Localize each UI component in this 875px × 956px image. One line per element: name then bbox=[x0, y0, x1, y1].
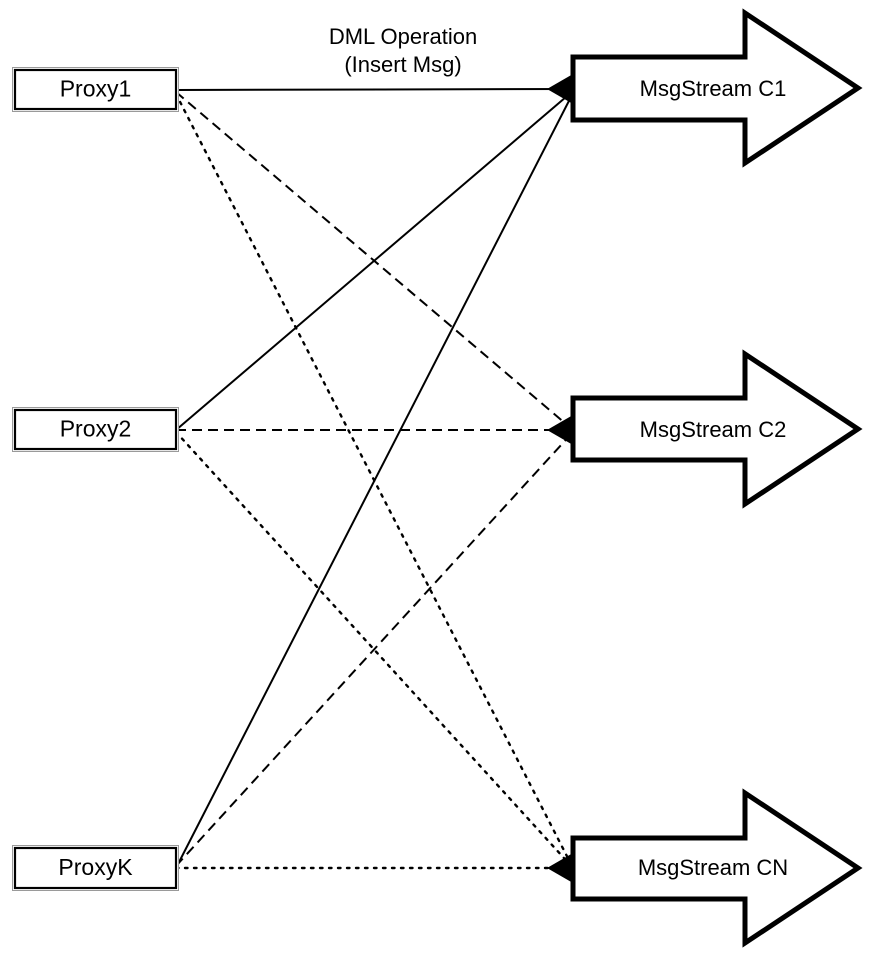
proxy-label: Proxy2 bbox=[60, 416, 132, 442]
arrowheads-layer bbox=[547, 74, 573, 883]
arrowhead-head-c2 bbox=[547, 415, 573, 445]
connection-p1-c1 bbox=[175, 88, 574, 91]
proxy-box bbox=[13, 846, 178, 890]
connections-layer bbox=[174, 88, 575, 870]
edge-caption-group: DML Operation (Insert Msg) bbox=[329, 24, 477, 77]
proxy-label: Proxy1 bbox=[60, 76, 132, 102]
msgstream-label: MsgStream CN bbox=[638, 855, 788, 880]
connection-pk-c1 bbox=[175, 92, 574, 869]
proxy-node-proxyk[interactable]: ProxyK bbox=[12, 845, 179, 891]
edge-caption-line1: DML Operation bbox=[329, 24, 477, 49]
arrowhead-head-cn bbox=[547, 853, 573, 883]
arrowhead-head-c1 bbox=[547, 74, 573, 104]
edge-caption-line2: (Insert Msg) bbox=[344, 52, 461, 77]
connection-p2-c1 bbox=[175, 90, 574, 431]
msgstream-label: MsgStream C2 bbox=[640, 417, 787, 442]
proxy-node-proxy2[interactable]: Proxy2 bbox=[12, 407, 179, 452]
msgstream-nodes-layer: MsgStream C1 MsgStream C2 MsgStream CN bbox=[570, 8, 863, 948]
msgstream-node-stream_cn[interactable]: MsgStream CN bbox=[570, 788, 863, 948]
msgstream-block-arrow-shape bbox=[570, 788, 863, 948]
proxy-node-proxy1[interactable]: Proxy1 bbox=[12, 67, 179, 112]
connection-p2-cn bbox=[174, 430, 575, 870]
proxy-box bbox=[13, 408, 178, 451]
connection-pk-c2 bbox=[175, 431, 574, 867]
msgstream-block-arrow-shape bbox=[570, 8, 863, 168]
msgstream-block-arrow-shape bbox=[570, 349, 863, 509]
proxy-label: ProxyK bbox=[58, 854, 133, 880]
proxy-box bbox=[13, 68, 178, 111]
msgstream-label: MsgStream C1 bbox=[640, 76, 787, 101]
msgstream-node-stream_c1[interactable]: MsgStream C1 bbox=[570, 8, 863, 168]
msgstream-node-stream_c2[interactable]: MsgStream C2 bbox=[570, 349, 863, 509]
